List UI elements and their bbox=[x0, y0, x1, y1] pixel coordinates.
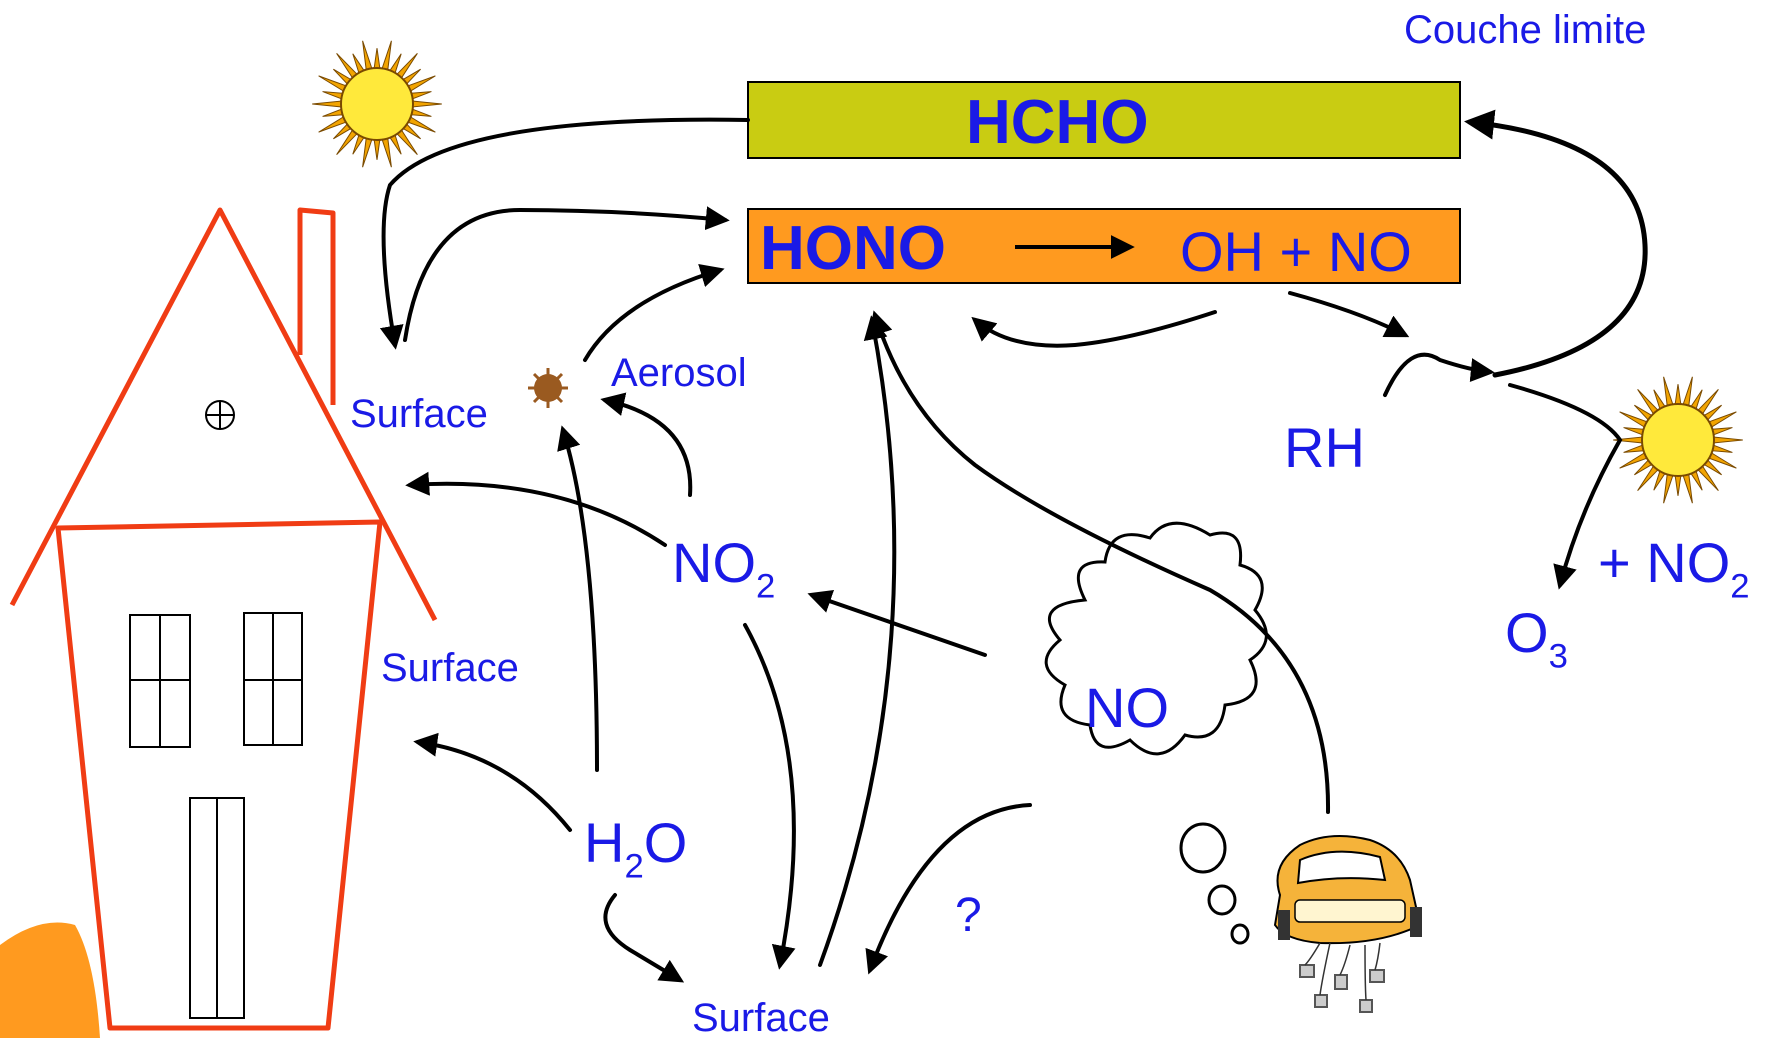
no2-subscript: 2 bbox=[756, 567, 776, 606]
arrows bbox=[379, 109, 1648, 983]
plus-no2-text: + NO bbox=[1598, 531, 1731, 594]
hono-label: HONO bbox=[760, 214, 946, 283]
aerosol-particle-icon bbox=[528, 368, 568, 408]
hcho-label: HCHO bbox=[966, 88, 1149, 157]
car-icon bbox=[1273, 835, 1422, 1013]
h2o-subscript: 2 bbox=[624, 847, 644, 886]
o3-text: O bbox=[1505, 601, 1549, 664]
h2o-label: H2O bbox=[584, 815, 687, 884]
oh-no-label: OH + NO bbox=[1180, 220, 1412, 283]
plus-no2-subscript: 2 bbox=[1730, 567, 1750, 606]
surface-wall-label: Surface bbox=[381, 646, 519, 690]
surface-roof-label: Surface bbox=[350, 392, 488, 436]
house-icon bbox=[9, 207, 438, 1031]
boundary-layer-label: Couche limite bbox=[1404, 8, 1647, 52]
h2o-o: O bbox=[643, 811, 688, 874]
no2-label: NO2 bbox=[672, 535, 775, 604]
question-label: ? bbox=[955, 889, 982, 942]
sun-icon bbox=[1613, 376, 1743, 504]
rh-label: RH bbox=[1284, 416, 1365, 479]
sun-icon bbox=[312, 40, 442, 168]
no2-text: NO bbox=[672, 531, 756, 594]
plus-no2-label: + NO2 bbox=[1598, 535, 1750, 604]
surface-ground-label: Surface bbox=[692, 996, 830, 1040]
hcho-box bbox=[747, 81, 1461, 159]
aerosol-label: Aerosol bbox=[611, 351, 747, 395]
o3-subscript: 3 bbox=[1548, 637, 1568, 676]
exhaust-cloud-icon bbox=[1044, 521, 1268, 945]
corner-decoration bbox=[0, 922, 100, 1038]
house-details bbox=[129, 400, 303, 1019]
h2o-h: H bbox=[584, 811, 625, 874]
o3-label: O3 bbox=[1505, 605, 1568, 674]
no-cloud-label: NO bbox=[1085, 676, 1169, 739]
